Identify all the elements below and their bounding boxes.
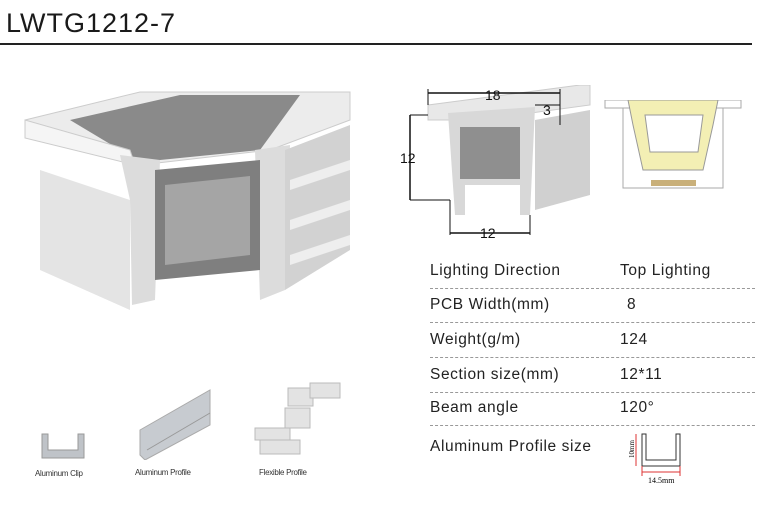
flexible-profile-image	[254, 382, 341, 455]
page-title: LWTG1212-7	[6, 8, 177, 38]
dim-height: 12	[400, 150, 416, 166]
accessory-label: Aluminum Clip	[35, 469, 83, 478]
accessory-label: Aluminum Profile	[135, 468, 191, 477]
spec-label: PCB Width(mm)	[430, 296, 550, 313]
cross-section-diagram	[604, 100, 742, 189]
spec-row: Lighting Direction Top Lighting	[430, 254, 755, 289]
dimension-drawing: 18 3 12 12	[400, 85, 591, 241]
profile-height: 10mm	[628, 440, 636, 458]
title-divider	[0, 43, 752, 45]
product-3d-image	[24, 91, 351, 310]
spec-label: Lighting Direction	[430, 262, 561, 279]
spec-value: Top Lighting	[620, 262, 711, 279]
spec-value: 12*11	[620, 366, 663, 383]
spec-label: Beam angle	[430, 399, 519, 416]
accessory-label: Flexible Profile	[259, 468, 307, 477]
dim-bottom: 12	[480, 225, 496, 241]
spec-row: Weight(g/m) 124	[430, 323, 755, 358]
dim-width: 18	[485, 87, 501, 103]
spec-value: 120°	[620, 399, 655, 416]
spec-value: 8	[627, 296, 637, 313]
spec-row: Beam angle 120°	[430, 391, 755, 426]
spec-value: 124	[620, 331, 648, 348]
dim-lip: 3	[543, 102, 551, 118]
aluminum-profile-image	[139, 389, 211, 460]
spec-row: Aluminum Profile size	[430, 430, 755, 464]
spec-label: Aluminum Profile size	[430, 438, 592, 455]
profile-width: 14.5mm	[648, 476, 675, 485]
spec-label: Section size(mm)	[430, 366, 560, 383]
spec-label: Weight(g/m)	[430, 331, 521, 348]
spec-row: Section size(mm) 12*11	[430, 358, 755, 393]
aluminum-clip-image	[41, 433, 85, 459]
spec-row: PCB Width(mm) 8	[430, 288, 755, 323]
aluminum-profile-size-diagram: 10mm 14.5mm	[628, 433, 681, 485]
